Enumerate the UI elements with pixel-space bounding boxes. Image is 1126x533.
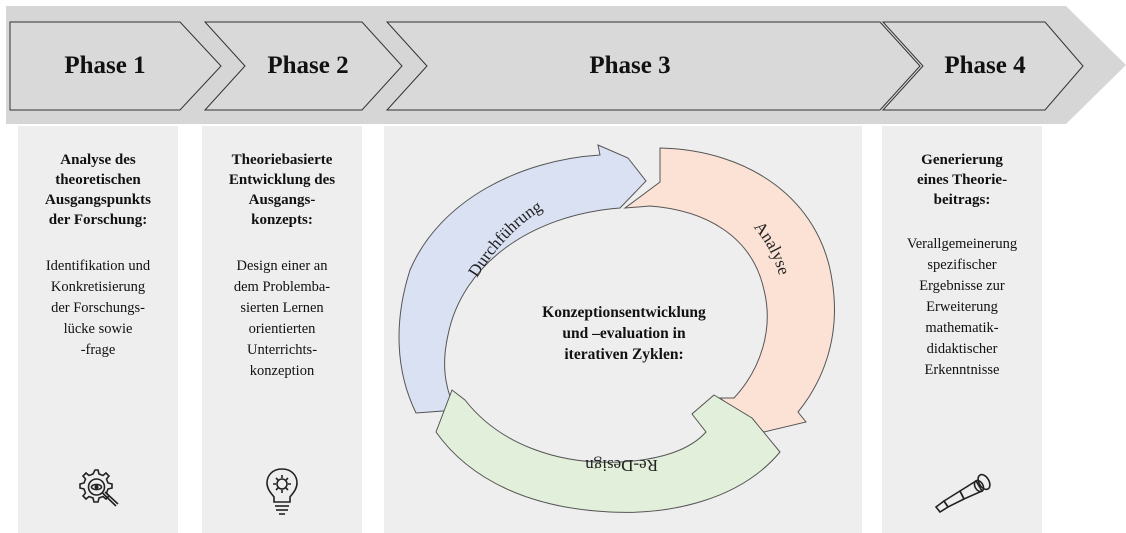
- description-line: Design einer an: [236, 258, 328, 274]
- heading-line: der Forschung:: [48, 212, 148, 228]
- phase-2-column: Theoriebasierte Entwicklung des Ausgangs…: [202, 126, 362, 533]
- phase-3-label: Phase 3: [589, 52, 671, 79]
- description-line: lücke sowie: [63, 321, 133, 337]
- phase-1-heading: Analyse des theoretischen Ausgangspunkts…: [18, 150, 178, 230]
- gear-magnifier-icon: [79, 469, 119, 507]
- phase-1-label: Phase 1: [64, 52, 146, 79]
- phase-4-label: Phase 4: [944, 52, 1026, 79]
- description-line: spezifischer: [927, 257, 997, 273]
- phase-4-column: Generierung eines Theorie- beitrags: Ver…: [882, 126, 1042, 533]
- heading-line: Generierung: [921, 152, 1003, 168]
- heading-line: konzepts:: [251, 212, 313, 228]
- analyse-arrow: [623, 147, 835, 433]
- description-line: Erkenntnisse: [924, 362, 1000, 378]
- durchfuehrung-arrow: [398, 144, 647, 414]
- description-line: didaktischer: [926, 341, 998, 357]
- center-line: iterativen Zyklen:: [564, 346, 684, 363]
- telescope-icon: [934, 473, 991, 513]
- heading-line: beitrags:: [933, 192, 991, 208]
- heading-line: Ausgangspunkts: [45, 192, 151, 208]
- phase-4-description: Verallgemeinerung spezifischer Ergebniss…: [882, 234, 1042, 381]
- description-line: der Forschungs-: [51, 300, 145, 316]
- description-line: sierten Lernen: [240, 300, 324, 316]
- heading-line: Ausgangs-: [248, 192, 316, 208]
- phase-band: [6, 6, 1126, 124]
- description-line: Identifikation und: [45, 258, 151, 274]
- description-line: mathematik-: [925, 320, 999, 336]
- description-line: Verallgemeinerung: [906, 236, 1018, 252]
- phase-2-chevron: [203, 21, 403, 111]
- description-line: dem Problemba-: [233, 279, 331, 295]
- phase-2-heading: Theoriebasierte Entwicklung des Ausgangs…: [202, 150, 362, 230]
- phase-1-column: Analyse des theoretischen Ausgangspunkts…: [18, 126, 178, 533]
- heading-line: eines Theorie-: [916, 172, 1008, 188]
- phase-4-chevron: [881, 21, 1084, 111]
- phase-1-description: Identifikation und Konkretisierung der F…: [18, 256, 178, 361]
- redesign-label: Re-Design: [585, 456, 658, 475]
- cycle-center-text: Konzeptionsentwicklung und –evaluation i…: [514, 302, 734, 365]
- center-line: Konzeptionsentwicklung: [542, 304, 706, 321]
- redesign-arrow: [435, 389, 781, 513]
- lightbulb-gear-icon: [266, 468, 298, 515]
- description-line: orientierten: [248, 321, 316, 337]
- description-line: Unterrichts-: [246, 342, 318, 358]
- phase-2-label: Phase 2: [267, 52, 349, 79]
- description-line: konzeption: [249, 363, 315, 379]
- heading-line: theoretischen: [55, 172, 141, 188]
- description-line: Erweiterung: [926, 299, 998, 315]
- heading-line: Analyse des: [60, 152, 136, 168]
- description-line: Konkretisierung: [50, 279, 146, 295]
- description-line: Ergebnisse zur: [919, 278, 1005, 294]
- phase-1-chevron: [9, 21, 222, 111]
- phase-2-description: Design einer an dem Problemba- sierten L…: [202, 256, 362, 382]
- phase-4-heading: Generierung eines Theorie- beitrags:: [882, 150, 1042, 210]
- center-line: und –evaluation in: [562, 325, 686, 342]
- heading-line: Entwicklung des: [228, 172, 336, 188]
- description-line: -frage: [80, 342, 116, 358]
- redesign-label-text: Re-Design: [585, 456, 658, 475]
- heading-line: Theoriebasierte: [231, 152, 333, 168]
- phase-3-chevron: [385, 21, 921, 111]
